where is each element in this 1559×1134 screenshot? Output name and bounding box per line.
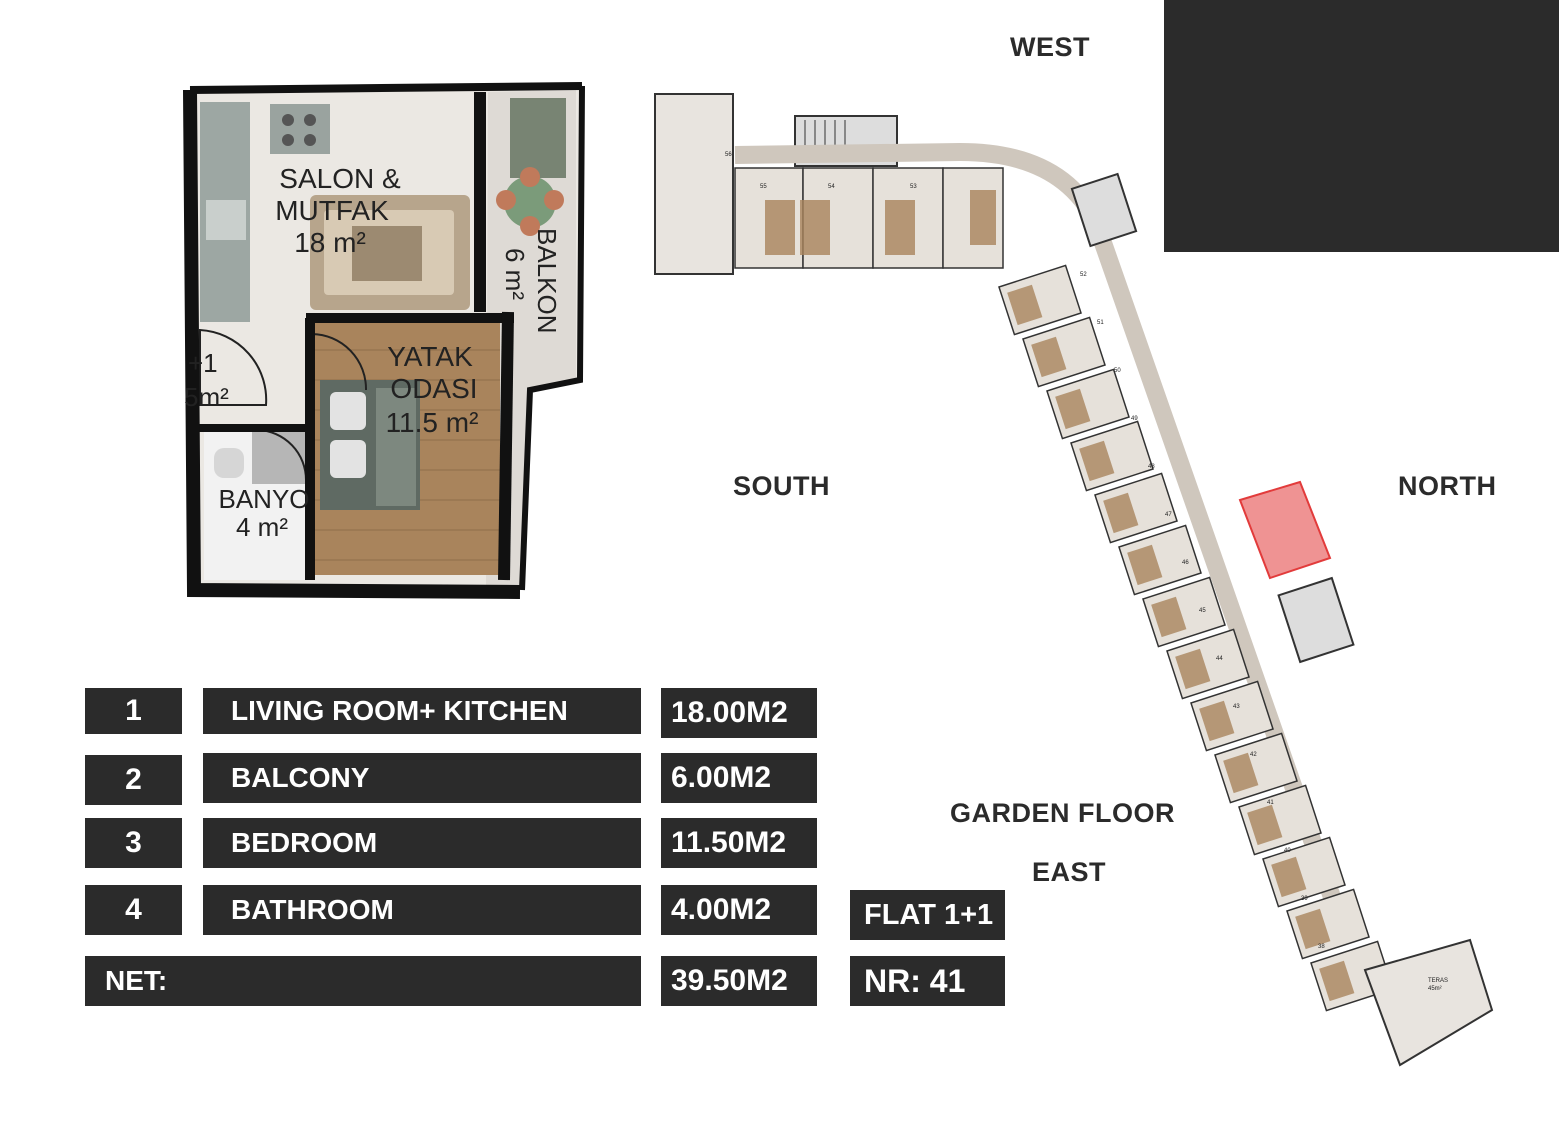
room-1-name: LIVING ROOM+ KITCHEN (203, 688, 641, 734)
site-floor-plan: TERAS 45m² 56 55 54 53 52 51 50 49 48 47 46 45 44 43 4… (654, 93, 1494, 1067)
bed-icon (1223, 752, 1259, 794)
salon-label-1: SALON & (279, 163, 401, 194)
wing-west-block (654, 93, 734, 275)
compass-east: EAST (1032, 857, 1107, 887)
bed-icon (1031, 336, 1067, 378)
unit-number-51: 51 (1097, 320, 1104, 326)
toilet-icon (214, 448, 244, 478)
bed-icon (1079, 440, 1115, 482)
bed-icon (1007, 284, 1043, 326)
entry-label-1: +1 (188, 348, 218, 378)
yatak-label-2: ODASI (390, 373, 477, 404)
bed-icon (1055, 388, 1091, 430)
unit-number-40: 40 (1284, 848, 1291, 854)
banyo-area: 4 m² (236, 512, 288, 542)
bed-icon (1247, 804, 1283, 846)
teras-area (1363, 938, 1494, 1067)
unit-number-53: 53 (910, 184, 917, 190)
unit-number-43: 43 (1233, 704, 1240, 710)
room-4-area: 4.00M2 (661, 885, 817, 935)
unit-number-52: 52 (1080, 272, 1087, 278)
salon-area: 18 m² (294, 227, 366, 258)
room-2-name: BALCONY (203, 753, 641, 803)
unit-number-55: 55 (760, 184, 767, 190)
highlighted-unit-41 (1238, 480, 1332, 580)
bed-icon (1199, 700, 1235, 742)
sink-icon (206, 200, 246, 240)
entry-label-2: 5m² (184, 382, 229, 412)
unit-number-48: 48 (1148, 464, 1155, 470)
balcony-table-icon (504, 176, 556, 228)
stair-core-north (1070, 172, 1138, 248)
unit-number-41: 41 (1267, 800, 1274, 806)
bed-icon (1319, 960, 1355, 1002)
teras-area-label: 45m² (1428, 986, 1442, 992)
bed-icon (1175, 648, 1211, 690)
diagonal-units (998, 264, 1394, 1012)
balkon-area: 6 m² (500, 248, 530, 300)
unit-number-45: 45 (1199, 608, 1206, 614)
shower-icon (252, 428, 308, 484)
floor-label: GARDEN FLOOR (950, 798, 1175, 828)
room-3-name: BEDROOM (203, 818, 641, 868)
unit-number-50: 50 (1114, 368, 1121, 374)
bedroom-door-icon (311, 333, 368, 391)
room-1-number: 1 (85, 688, 182, 734)
yatak-area: 11.5 m² (386, 407, 479, 438)
net-label: NET: (85, 956, 641, 1006)
salon-label-2: MUTFAK (275, 195, 389, 226)
unit-number-54: 54 (828, 184, 835, 190)
room-2-number: 2 (85, 755, 182, 805)
room-1-area: 18.00M2 (661, 688, 817, 738)
bed-icon (1271, 856, 1307, 898)
unit-number-49: 49 (1131, 416, 1138, 422)
stove-icon (270, 104, 330, 154)
bed-icon (1151, 596, 1187, 638)
unit-number-46: 46 (1182, 560, 1189, 566)
unit-number-42: 42 (1250, 752, 1257, 758)
compass-south: SOUTH (733, 471, 830, 501)
flat-type: FLAT 1+1 (850, 890, 1005, 940)
unit-number-38: 38 (1318, 944, 1325, 950)
stair-core-east (1277, 576, 1355, 664)
unit-number-47: 47 (1165, 512, 1172, 518)
balkon-label: BALKON (532, 228, 562, 334)
bed-icon (1295, 908, 1331, 950)
walls (183, 82, 585, 599)
compass-north: NORTH (1398, 471, 1497, 501)
teras-label: TERAS (1428, 978, 1448, 984)
unit-number-56: 56 (725, 152, 732, 158)
room-3-number: 3 (85, 818, 182, 868)
unit-number-44: 44 (1216, 656, 1223, 662)
room-4-number: 4 (85, 885, 182, 935)
room-2-area: 6.00M2 (661, 753, 817, 803)
room-4-name: BATHROOM (203, 885, 641, 935)
corner-dark-block (1164, 0, 1559, 252)
entry-door-icon (199, 328, 268, 406)
net-area: 39.50M2 (661, 956, 817, 1006)
unit-floor-plan: SALON & MUTFAK 18 m² BALKON 6 m² YATAK O… (183, 82, 585, 599)
banyo-label: BANYO (218, 484, 309, 514)
compass-west: WEST (1010, 32, 1090, 62)
plant-icon (510, 98, 566, 178)
unit-number-39: 39 (1301, 896, 1308, 902)
bed-icon (1127, 544, 1163, 586)
flat-number: NR: 41 (850, 956, 1005, 1006)
bed-icon (1103, 492, 1139, 534)
yatak-label-1: YATAK (387, 341, 473, 372)
room-3-area: 11.50M2 (661, 818, 817, 868)
